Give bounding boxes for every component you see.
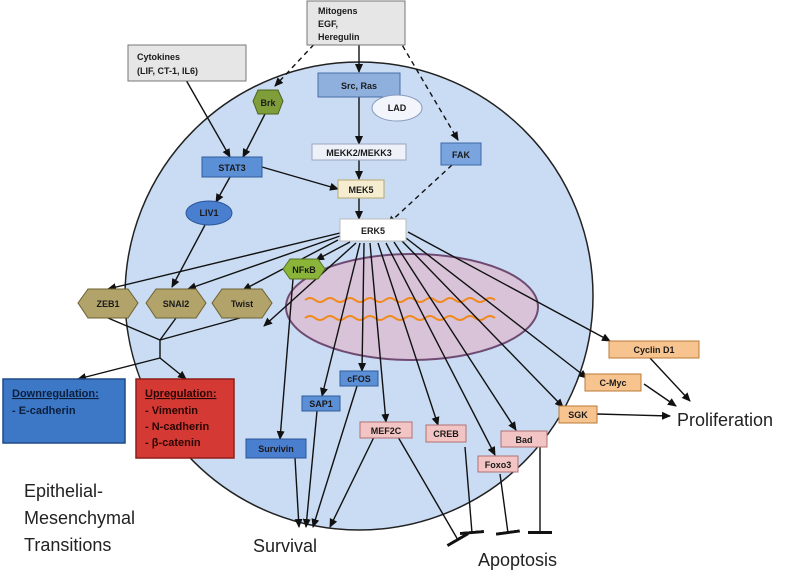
proliferation-label: Proliferation	[677, 410, 773, 430]
sap1-node[interactable]: SAP1	[301, 395, 341, 412]
mef2c-label: MEF2C	[371, 426, 402, 436]
sap1-label: SAP1	[309, 399, 333, 409]
stat3-label: STAT3	[218, 163, 245, 173]
sgk-label: SGK	[568, 410, 588, 420]
zeb1-label: ZEB1	[96, 299, 119, 309]
foxo3-node[interactable]: Foxo3	[477, 455, 519, 473]
cfos-label: cFOS	[347, 374, 371, 384]
fak-node[interactable]: FAK	[440, 142, 482, 166]
mek5-label: MEK5	[348, 185, 373, 195]
mef2c-node[interactable]: MEF2C	[359, 421, 413, 439]
mitogens-line-1: Mitogens	[318, 6, 358, 16]
fak-label: FAK	[452, 150, 471, 160]
brk-label: Brk	[260, 98, 276, 108]
brk-node[interactable]: Brk	[252, 89, 284, 115]
zeb1-node[interactable]: ZEB1	[77, 288, 139, 319]
c-myc-label: C-Myc	[599, 378, 626, 388]
dna-wave-2	[304, 315, 496, 321]
snai2-label: SNAI2	[163, 299, 190, 309]
emt-line-3: Transitions	[24, 535, 111, 555]
nfkb-label: NFκB	[292, 265, 316, 275]
survival-label: Survival	[253, 536, 317, 556]
lad-label: LAD	[388, 103, 407, 113]
cytokines-box[interactable]: Cytokines (LIF, CT-1, IL6)	[127, 44, 247, 82]
dna-wave-1	[304, 297, 496, 303]
upregulation-box: Upregulation: - Vimentin - N-cadherin - …	[135, 378, 235, 459]
mek5-node[interactable]: MEK5	[337, 179, 385, 199]
mitogens-line-2: EGF,	[318, 19, 338, 29]
mitogens-line-3: Heregulin	[318, 32, 360, 42]
survivin-node[interactable]: Survivin	[245, 438, 307, 459]
erk5-label: ERK5	[361, 226, 385, 236]
upregulation-item-1: - Vimentin	[145, 405, 198, 417]
bad-node[interactable]: Bad	[500, 430, 548, 448]
upregulation-title: Upregulation:	[145, 388, 217, 400]
downregulation-item: - E-cadherin	[12, 405, 76, 417]
twist-node[interactable]: Twist	[211, 288, 273, 319]
creb-node[interactable]: CREB	[425, 424, 467, 443]
upregulation-item-2: - N-cadherin	[145, 421, 209, 433]
apoptosis-label: Apoptosis	[478, 550, 557, 570]
emt-line-1: Epithelial-	[24, 481, 103, 501]
snai2-node[interactable]: SNAI2	[145, 288, 207, 319]
liv1-label: LIV1	[199, 208, 218, 218]
twist-label: Twist	[231, 299, 253, 309]
lad-node[interactable]: LAD	[371, 94, 423, 122]
creb-label: CREB	[433, 429, 459, 439]
foxo3-label: Foxo3	[485, 460, 512, 470]
cyclin-d1-node[interactable]: Cyclin D1	[608, 340, 700, 359]
src-ras-label: Src, Ras	[341, 81, 377, 91]
cytokines-line-2: (LIF, CT-1, IL6)	[137, 66, 198, 76]
mitogens-box[interactable]: Mitogens EGF, Heregulin	[306, 0, 406, 46]
downregulation-title: Downregulation:	[12, 388, 99, 400]
survivin-label: Survivin	[258, 444, 294, 454]
nfkb-node[interactable]: NFκB	[282, 258, 326, 280]
upregulation-item-3: - β-catenin	[145, 437, 201, 449]
src-ras-node[interactable]: Src, Ras	[317, 72, 401, 98]
cytokines-line-1: Cytokines	[137, 52, 180, 62]
stat3-node[interactable]: STAT3	[201, 156, 263, 178]
sgk-node[interactable]: SGK	[558, 405, 598, 424]
arrows	[77, 37, 691, 547]
cyclin-d1-label: Cyclin D1	[633, 345, 674, 355]
erk5-node[interactable]: ERK5	[339, 218, 407, 242]
downregulation-box: Downregulation: - E-cadherin	[2, 378, 126, 444]
c-myc-node[interactable]: C-Myc	[584, 373, 642, 392]
liv1-node[interactable]: LIV1	[185, 200, 233, 226]
emt-line-2: Mesenchymal	[24, 508, 135, 528]
mekk-label: MEKK2/MEKK3	[326, 148, 392, 158]
bad-label: Bad	[515, 435, 532, 445]
cfos-node[interactable]: cFOS	[339, 370, 379, 387]
mekk-node[interactable]: MEKK2/MEKK3	[311, 143, 407, 161]
